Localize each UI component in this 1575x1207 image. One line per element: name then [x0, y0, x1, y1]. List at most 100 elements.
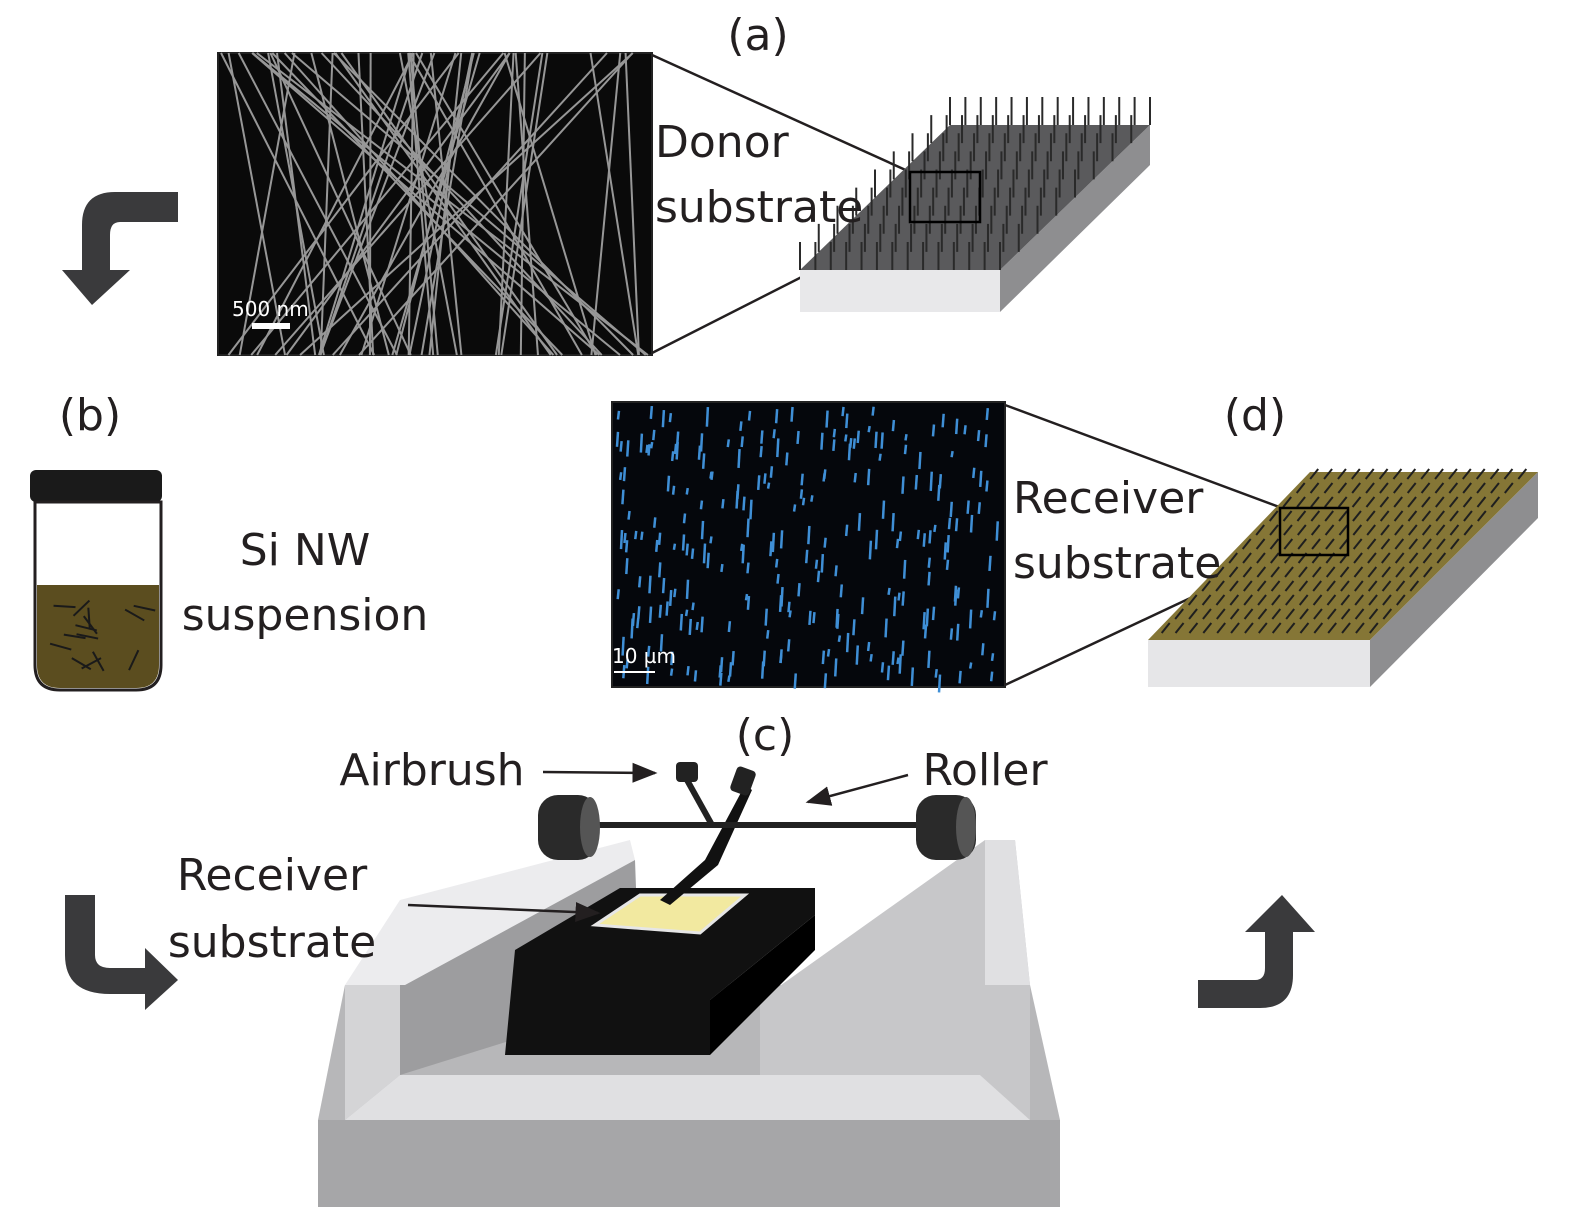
aligned-nanowire [822, 473, 826, 482]
aligned-nanowire [1326, 594, 1337, 606]
aligned-nanowire [749, 499, 753, 520]
aligned-nanowire [673, 443, 678, 455]
aligned-nanowire [1393, 510, 1404, 522]
aligned-nanowire [688, 618, 692, 636]
aligned-nanowire [691, 602, 695, 611]
aligned-nanowire [1341, 622, 1351, 634]
aligned-nanowire [1489, 468, 1500, 480]
aligned-nanowire [1381, 580, 1392, 592]
aligned-nanowire [903, 444, 908, 455]
aligned-nanowire [684, 609, 689, 617]
aligned-nanowire [1448, 468, 1458, 480]
aligned-nanowire [1340, 608, 1351, 620]
aligned-nanowire [654, 539, 659, 553]
aligned-nanowire [700, 520, 705, 540]
aligned-nanowire [1338, 510, 1348, 522]
aligned-nanowire [1255, 538, 1266, 550]
aligned-nanowire [792, 504, 797, 512]
aligned-nanowire [1340, 594, 1351, 606]
nanowire [319, 52, 334, 356]
aligned-nanowire [887, 587, 891, 595]
aligned-nanowire [823, 673, 828, 689]
aligned-nanowire [1256, 552, 1266, 564]
aligned-nanowire [1312, 566, 1322, 578]
nanowire [285, 52, 511, 356]
sem-image: 500 nm [217, 52, 653, 356]
aligned-nanowire [949, 628, 954, 640]
aligned-nanowire [1352, 524, 1363, 536]
aligned-nanowire [1258, 622, 1268, 634]
aligned-nanowire [637, 606, 641, 619]
aligned-nanowire [652, 429, 656, 441]
aligned-nanowire [1326, 580, 1336, 592]
aligned-nanowire [764, 608, 768, 626]
aligned-nanowire [950, 450, 954, 458]
aligned-nanowire [1406, 468, 1417, 480]
aligned-nanowire [622, 467, 627, 482]
aligned-nanowire [985, 407, 990, 421]
aligned-nanowire [799, 489, 804, 499]
aligned-nanowire [1313, 608, 1323, 620]
aligned-nanowire [833, 658, 838, 677]
nanowire [332, 52, 608, 356]
aligned-nanowire [976, 430, 981, 442]
aligned-nanowire [1394, 538, 1405, 550]
aligned-nanowire [1201, 580, 1211, 592]
aligned-nanowire [621, 636, 625, 656]
aligned-nanowire [969, 514, 974, 533]
aligned-nanowire [1270, 566, 1280, 578]
nanowire [276, 52, 317, 356]
aligned-nanowire [1421, 510, 1432, 522]
aligned-nanowire [931, 606, 936, 621]
aligned-nanowire [945, 559, 950, 570]
nanowire [87, 607, 91, 630]
aligned-nanowire [1490, 496, 1501, 508]
aligned-nanowire [1282, 496, 1292, 508]
aligned-nanowire [736, 484, 740, 500]
receiver-label-d-2: substrate [1013, 538, 1221, 589]
aligned-nanowire [1257, 608, 1268, 620]
aligned-nanowire [681, 534, 686, 551]
aligned-nanowire [639, 433, 644, 453]
aligned-nanowire [1367, 552, 1377, 564]
aligned-nanowire [740, 436, 744, 448]
nanowire [339, 52, 511, 356]
aligned-nanowire [1327, 622, 1337, 634]
aligned-nanowire [1380, 538, 1391, 550]
aligned-nanowire [710, 471, 714, 480]
aligned-nanowire [771, 532, 776, 553]
aligned-nanowire [808, 610, 812, 626]
aligned-nanowire [690, 548, 695, 560]
nanowire [519, 52, 526, 356]
aligned-nanowire [668, 413, 673, 423]
aligned-nanowire [866, 641, 871, 652]
receiver-arrow [407, 902, 601, 923]
aligned-nanowire [954, 418, 959, 435]
nanowire [49, 642, 72, 651]
aligned-nanowire [762, 650, 766, 667]
aligned-nanowire [1382, 594, 1392, 606]
aligned-nanowire [1393, 496, 1403, 508]
aligned-nanowire [1201, 594, 1212, 606]
fluorescence-image: 10 µm [611, 401, 1006, 693]
aligned-nanowire [1408, 552, 1419, 564]
aligned-nanowire [797, 583, 801, 597]
nanowire [256, 52, 415, 356]
nanowire [319, 52, 424, 356]
aligned-nanowire [1284, 566, 1294, 578]
aligned-nanowire [1462, 496, 1473, 508]
aligned-nanowire [778, 595, 783, 613]
aligned-nanowire [880, 662, 885, 673]
nanowire [227, 52, 287, 356]
panel-c-label: (c) [736, 710, 795, 761]
aligned-nanowire [923, 624, 928, 639]
nanowire [238, 52, 296, 356]
aligned-nanowire [1338, 524, 1349, 536]
aligned-nanowire [1269, 538, 1280, 550]
aligned-nanowire [727, 621, 732, 633]
aligned-nanowire [621, 489, 625, 505]
aligned-nanowire [1282, 510, 1293, 522]
aligned-nanowire [1215, 580, 1225, 592]
aligned-nanowire [746, 595, 751, 610]
aligned-nanowire [937, 674, 942, 693]
